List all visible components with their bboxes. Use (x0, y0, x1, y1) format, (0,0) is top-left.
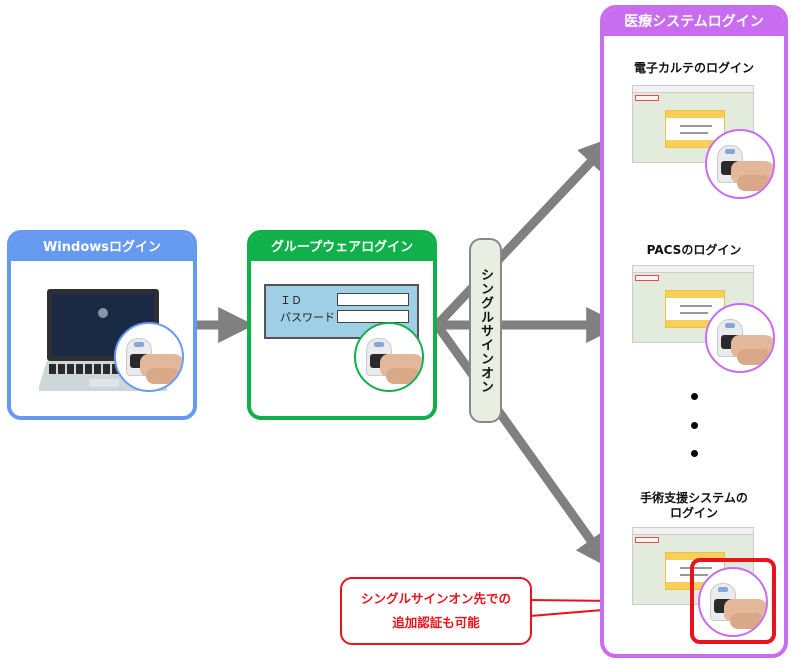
password-field[interactable] (337, 310, 409, 323)
arrow-sso-to-surgery (433, 322, 612, 570)
id-field[interactable] (337, 293, 409, 306)
additional-auth-highlight (690, 558, 776, 644)
password-label: パスワード (280, 311, 335, 324)
user-avatar-icon (98, 308, 108, 318)
ellipsis-dot (691, 450, 698, 457)
id-label: ＩＤ (280, 294, 302, 307)
medical-system-login-title: 医療システムログイン (604, 9, 784, 36)
ehr-login-screenshot (632, 85, 754, 163)
callout-line1: シングルサインオン先での (360, 591, 511, 606)
surgery-login-title-line2: ログイン (669, 506, 718, 520)
fingerprint-reader-icon (698, 567, 768, 637)
ehr-login-title: 電子カルテのログイン (633, 61, 754, 75)
additional-auth-callout: シングルサインオン先での 追加認証も可能 (340, 577, 532, 645)
surgery-login-title-line1: 手術支援システムの (640, 491, 748, 505)
windows-login-panel: Windowsログイン (7, 230, 197, 420)
groupware-login-title: グループウェアログイン (251, 234, 433, 261)
windows-login-title: Windowsログイン (11, 234, 193, 261)
keyboard-icon (49, 364, 157, 374)
surgery-login-title: 手術支援システムの ログイン (604, 491, 784, 521)
ellipsis-dot (691, 393, 698, 400)
fingerprint-reader-icon (114, 322, 184, 392)
fingerprint-reader-icon (705, 303, 775, 373)
single-sign-on-label: シングルサインオン (469, 238, 502, 423)
arrow-sso-to-ehr (433, 136, 616, 329)
pacs-login-title: PACSのログイン (646, 243, 742, 257)
login-form: ＩＤ パスワード (264, 284, 419, 339)
ellipsis-dot (691, 422, 698, 429)
callout-line2: 追加認証も可能 (392, 615, 480, 630)
fingerprint-reader-icon (354, 322, 424, 392)
medical-system-login-panel: 医療システムログイン 電子カルテのログイン PACSのログイン 手術支援システム… (600, 5, 788, 658)
fingerprint-reader-icon (705, 129, 775, 199)
groupware-login-panel: グループウェアログイン ＩＤ パスワード (247, 230, 437, 420)
